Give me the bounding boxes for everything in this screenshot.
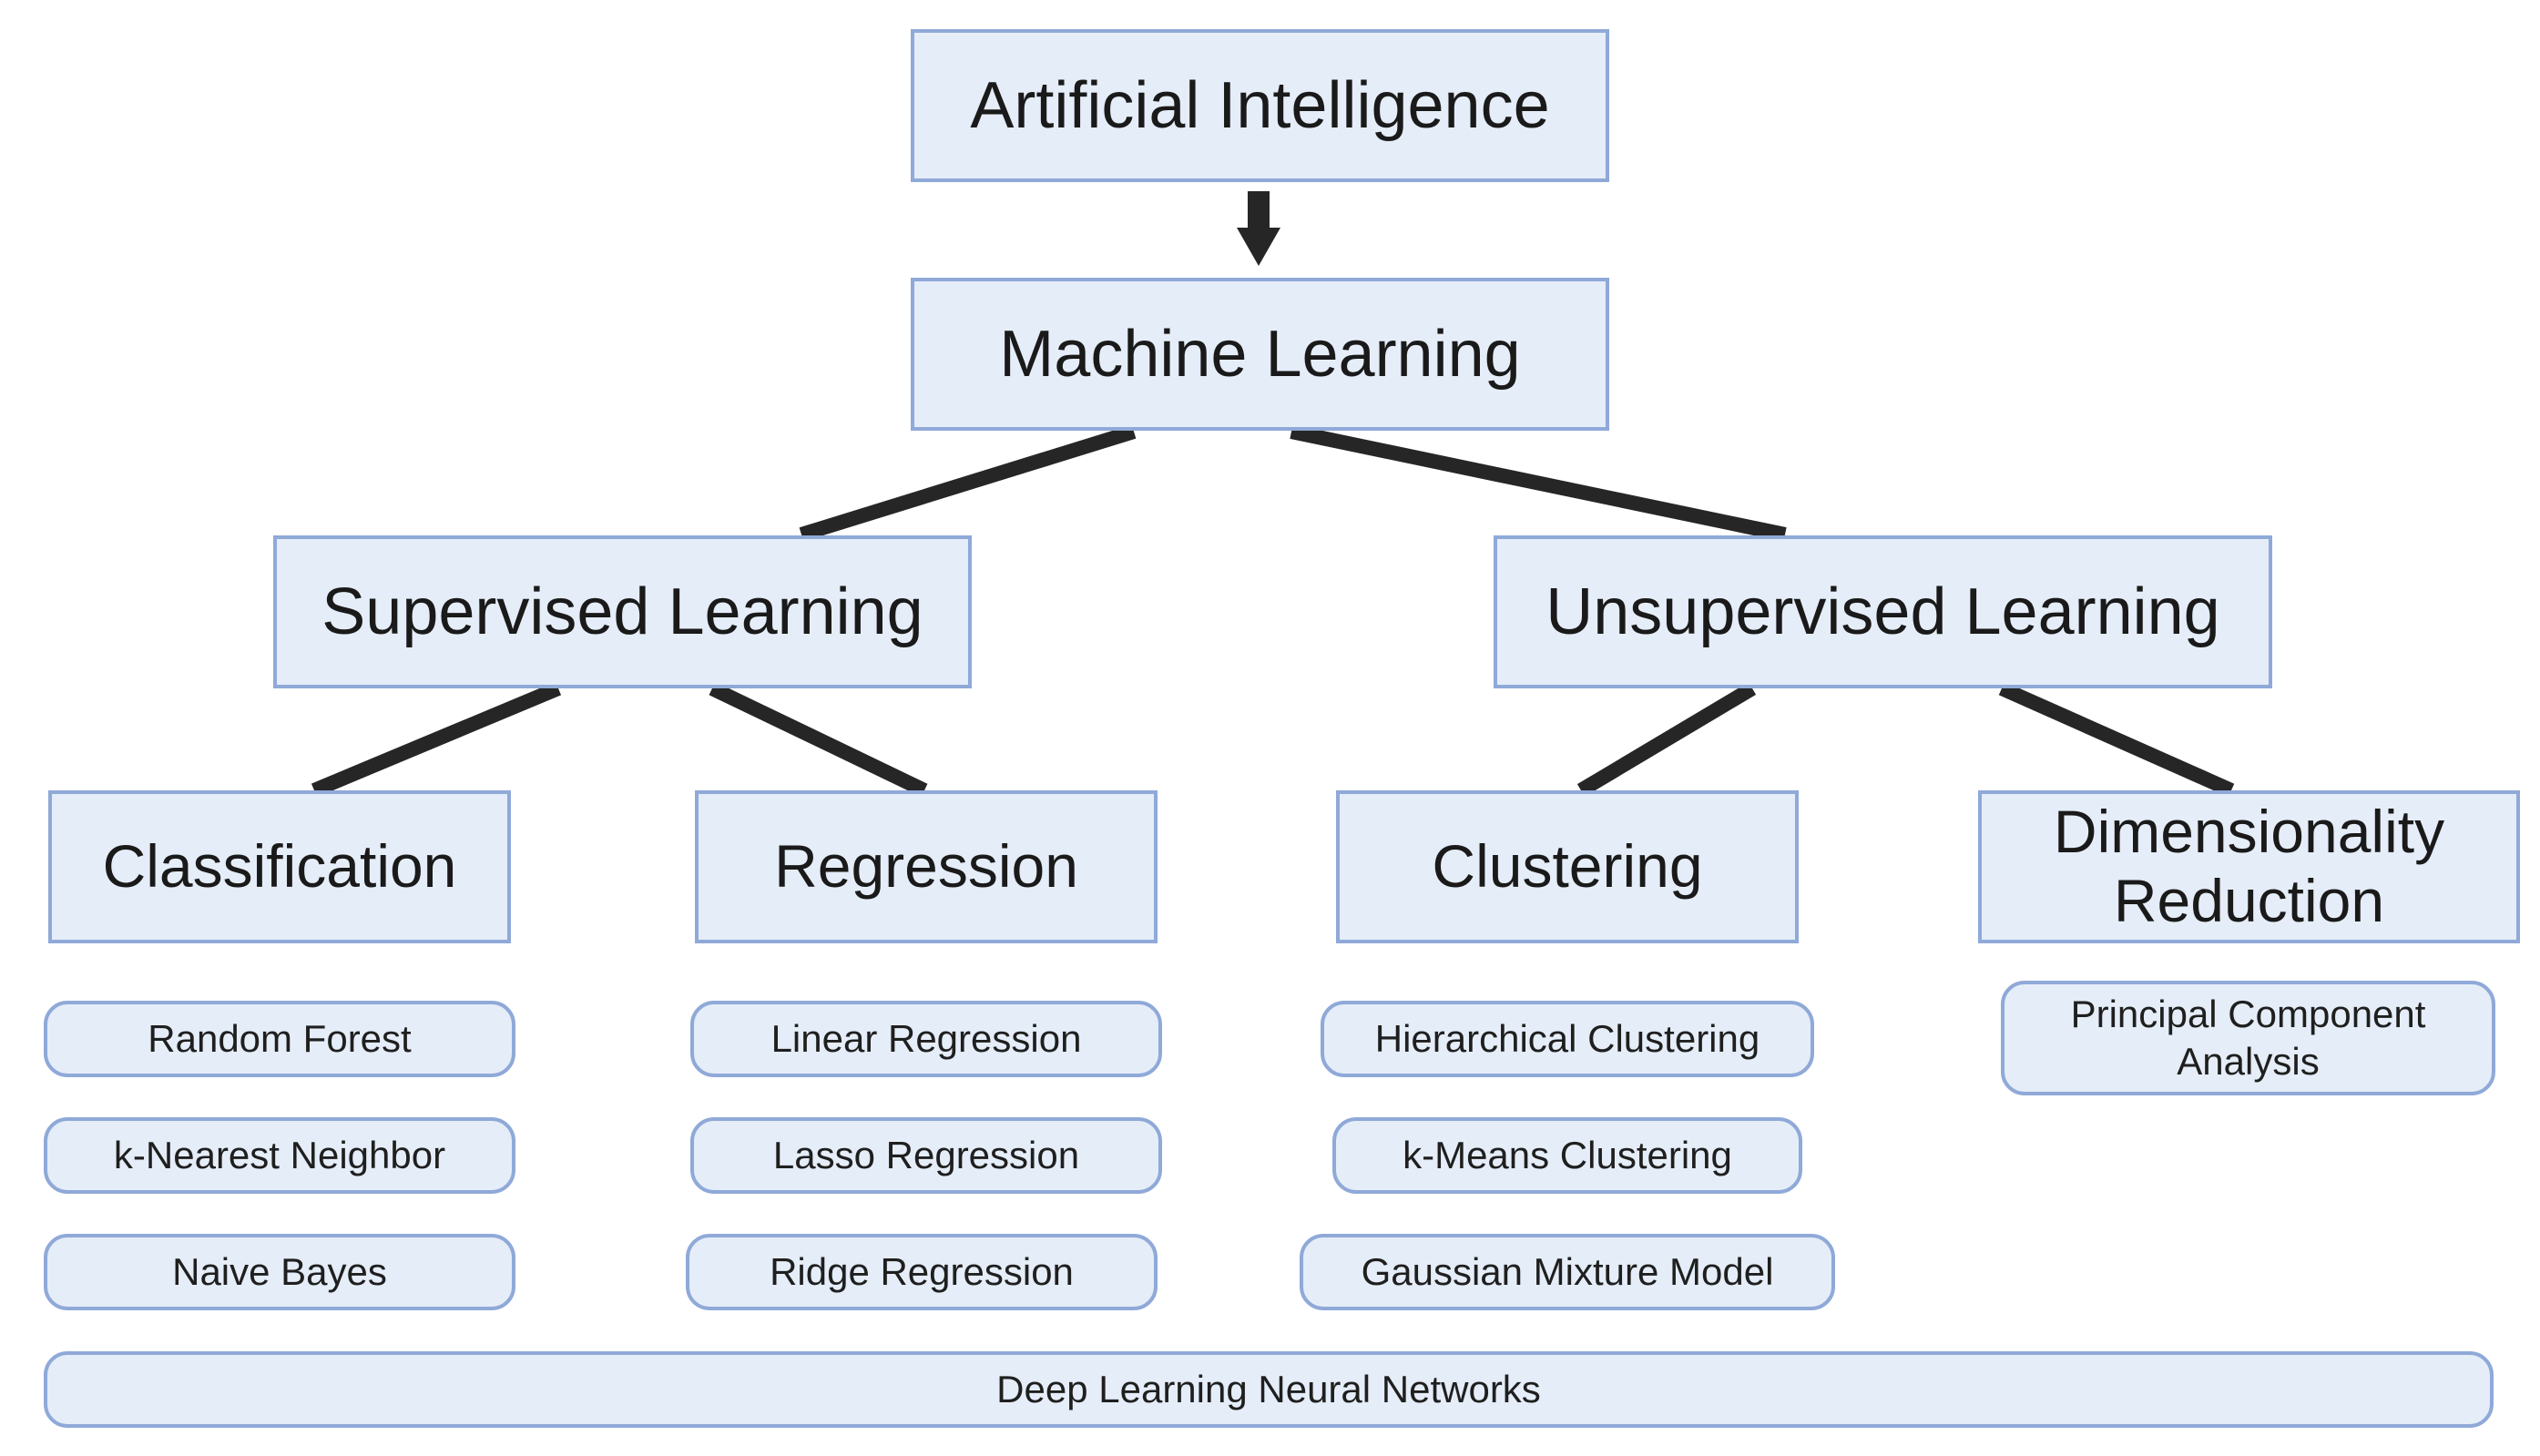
dimensionality-reduction-box: Dimensionality Reduction bbox=[1978, 790, 2520, 943]
method-linear-regression: Linear Regression bbox=[690, 1001, 1162, 1077]
connector-ml-unsupervised bbox=[1290, 424, 1787, 542]
method-ridge-regression: Ridge Regression bbox=[686, 1234, 1158, 1310]
connector-supervised-classification bbox=[311, 681, 562, 798]
machine-learning-box: Machine Learning bbox=[911, 278, 1609, 431]
method-principal-component-analysis: Principal Component Analysis bbox=[2001, 981, 2495, 1095]
method-lasso-regression: Lasso Regression bbox=[690, 1117, 1162, 1194]
method-random-forest: Random Forest bbox=[44, 1001, 515, 1077]
method-k-means-clustering: k-Means Clustering bbox=[1332, 1117, 1802, 1194]
regression-box: Regression bbox=[695, 790, 1158, 943]
clustering-box: Clustering bbox=[1336, 790, 1799, 943]
arrow-ai-to-ml-head bbox=[1237, 228, 1280, 266]
method-k-nearest-neighbor: k-Nearest Neighbor bbox=[44, 1117, 515, 1194]
classification-box: Classification bbox=[48, 790, 511, 943]
unsupervised-learning-box: Unsupervised Learning bbox=[1494, 535, 2272, 688]
method-hierarchical-clustering: Hierarchical Clustering bbox=[1321, 1001, 1814, 1077]
artificial-intelligence-box: Artificial Intelligence bbox=[911, 29, 1609, 182]
deep-learning-neural-networks-bar: Deep Learning Neural Networks bbox=[44, 1351, 2494, 1428]
artificial-intelligence-label: Artificial Intelligence bbox=[970, 68, 1550, 142]
method-naive-bayes: Naive Bayes bbox=[44, 1234, 515, 1310]
method-gaussian-mixture-model: Gaussian Mixture Model bbox=[1300, 1234, 1835, 1310]
connector-ml-supervised bbox=[799, 424, 1137, 542]
unsupervised-learning-label: Unsupervised Learning bbox=[1545, 575, 2220, 648]
supervised-learning-label: Supervised Learning bbox=[321, 575, 923, 648]
dimensionality-reduction-label: Dimensionality Reduction bbox=[2053, 798, 2445, 934]
clustering-label: Clustering bbox=[1432, 832, 1703, 901]
machine-learning-label: Machine Learning bbox=[999, 317, 1521, 391]
connector-unsupervised-dimreduction bbox=[1998, 681, 2235, 798]
supervised-learning-box: Supervised Learning bbox=[273, 535, 972, 688]
connector-unsupervised-clustering bbox=[1576, 682, 1757, 797]
regression-label: Regression bbox=[774, 832, 1078, 901]
connector-supervised-regression bbox=[709, 681, 928, 798]
classification-label: Classification bbox=[102, 832, 457, 901]
